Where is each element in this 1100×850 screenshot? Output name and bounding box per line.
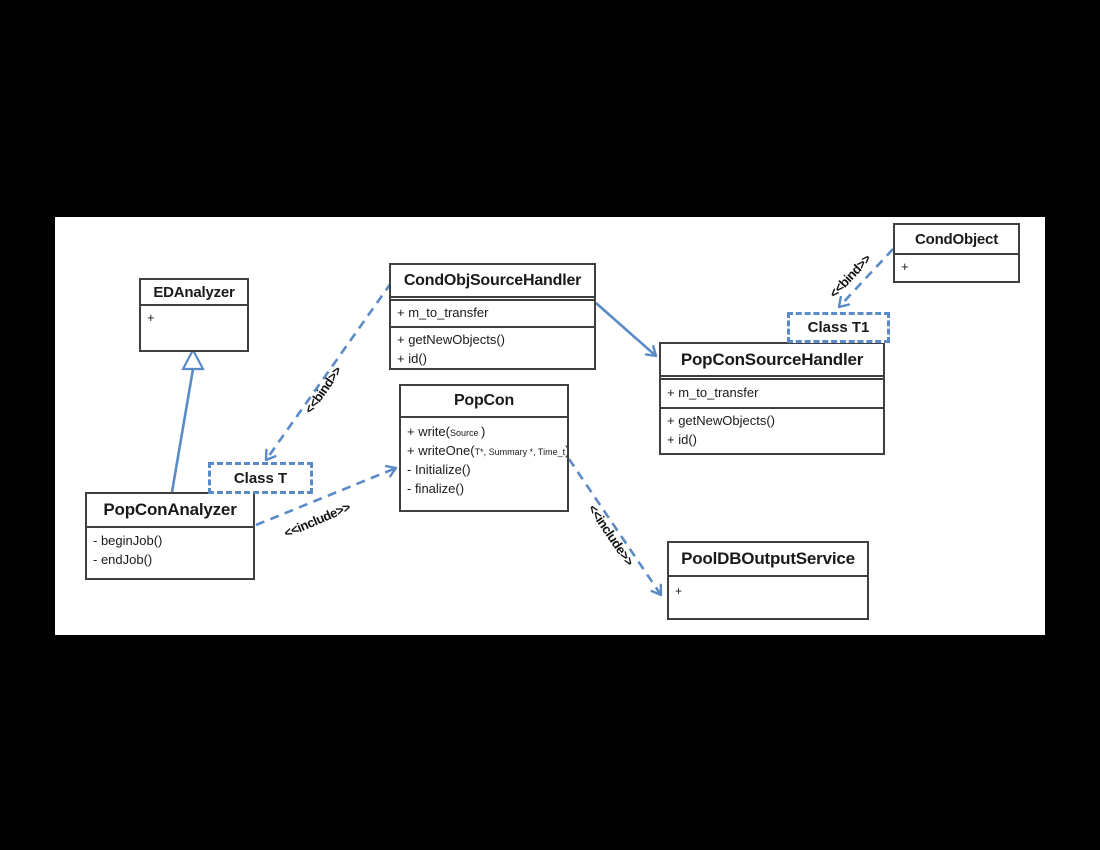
class-title: CondObjSourceHandler [391,265,594,298]
class-popcon[interactable]: PopCon + write(Source ) + writeOne(T*, S… [399,384,569,512]
class-title: PoolDBOutputService [669,543,867,577]
attributes-compartment: + [895,255,1018,281]
method-line: + write(Source ) [407,423,561,442]
class-title: PopConAnalyzer [87,494,253,528]
relationship-arrows [170,248,894,597]
uml-diagram-canvas: EDAnalyzer + CondObjSourceHandler + m_to… [55,217,1045,635]
class-title: PopCon [401,386,567,418]
class-popconanalyzer[interactable]: PopConAnalyzer - beginJob() - endJob() [85,492,255,580]
class-edanalyzer[interactable]: EDAnalyzer + [139,278,249,352]
bind-arrow-condobjsourcehandler-classt [264,282,393,462]
class-title: CondObject [895,225,1018,255]
method-line: + writeOne(T*, Summary *, Time_t) [407,442,567,461]
method-line: + getNewObjects() [667,413,776,428]
template-title: Class T [233,469,288,487]
method-param-text: T*, Summary *, Time_t [474,446,566,457]
inheritance-arrow-popconanalyzer-edanalyzer [170,368,195,493]
method-text: ) [481,424,486,439]
include-arrow-popconanalyzer-popcon [255,464,398,527]
attribute-line: + [147,310,155,325]
attributes-compartment: + m_to_transfer [391,299,594,325]
methods-compartment: + write(Source ) + writeOne(T*, Summary … [401,418,567,510]
template-box-class-t1[interactable]: Class T1 [787,312,890,343]
method-line: - endJob() [93,551,153,567]
association-arrow-condobjsourcehandler-popconsourcehandler [595,302,658,358]
method-line: - beginJob() [93,533,163,548]
methods-compartment: + getNewObjects() + id() [391,326,594,368]
attribute-line: + [901,259,909,274]
attributes-compartment: + [669,577,867,618]
class-title: EDAnalyzer [141,280,247,306]
attribute-line: + m_to_transfer [397,305,489,320]
method-text: - Initialize() [407,461,471,477]
inheritance-triangle-head [181,347,205,371]
method-text: ) [565,443,567,458]
method-text: + write( [407,424,450,439]
attributes-compartment: + m_to_transfer [661,378,883,406]
bind-arrow-condobject-classt1 [837,248,894,309]
include-arrow-popcon-pooldboutputservice [567,458,663,597]
class-popconsourcehandler[interactable]: PopConSourceHandler + m_to_transfer + ge… [659,342,885,455]
attributes-compartment: + [141,306,247,350]
template-box-class-t[interactable]: Class T [208,462,313,494]
attribute-line: + m_to_transfer [667,385,759,400]
method-line: - finalize() [407,480,561,499]
method-line: + getNewObjects() [397,332,506,347]
method-text: - finalize() [407,480,465,496]
class-condobject[interactable]: CondObject + [893,223,1020,283]
methods-compartment: - beginJob() - endJob() [87,528,253,578]
method-line: + id() [667,431,697,447]
class-condobjsourcehandler[interactable]: CondObjSourceHandler + m_to_transfer + g… [389,263,596,370]
class-pooldboutputservice[interactable]: PoolDBOutputService + [667,541,869,620]
class-title: PopConSourceHandler [661,344,883,377]
attribute-line: + [675,584,683,598]
template-title: Class T1 [807,319,870,336]
method-param-text: Source [449,428,482,438]
method-text: + writeOne( [407,442,475,458]
method-line: + id() [397,350,427,366]
method-line: - Initialize() [407,461,561,480]
methods-compartment: + getNewObjects() + id() [661,407,883,453]
